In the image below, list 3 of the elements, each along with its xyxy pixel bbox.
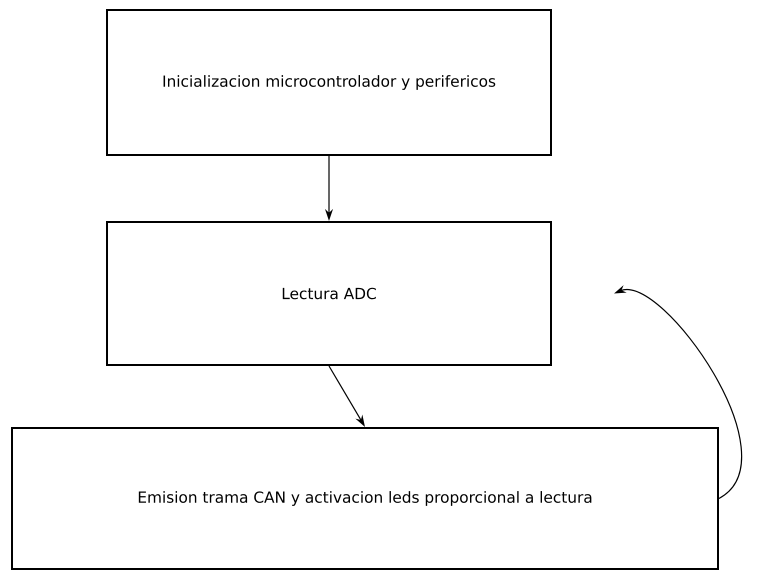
- process-box: Inicializacion microcontrolador y perifericos: [106, 9, 552, 156]
- process-box: Emision trama CAN y activacion leds proporcional a lectura: [11, 427, 719, 570]
- process-box: Lectura ADC: [106, 221, 552, 366]
